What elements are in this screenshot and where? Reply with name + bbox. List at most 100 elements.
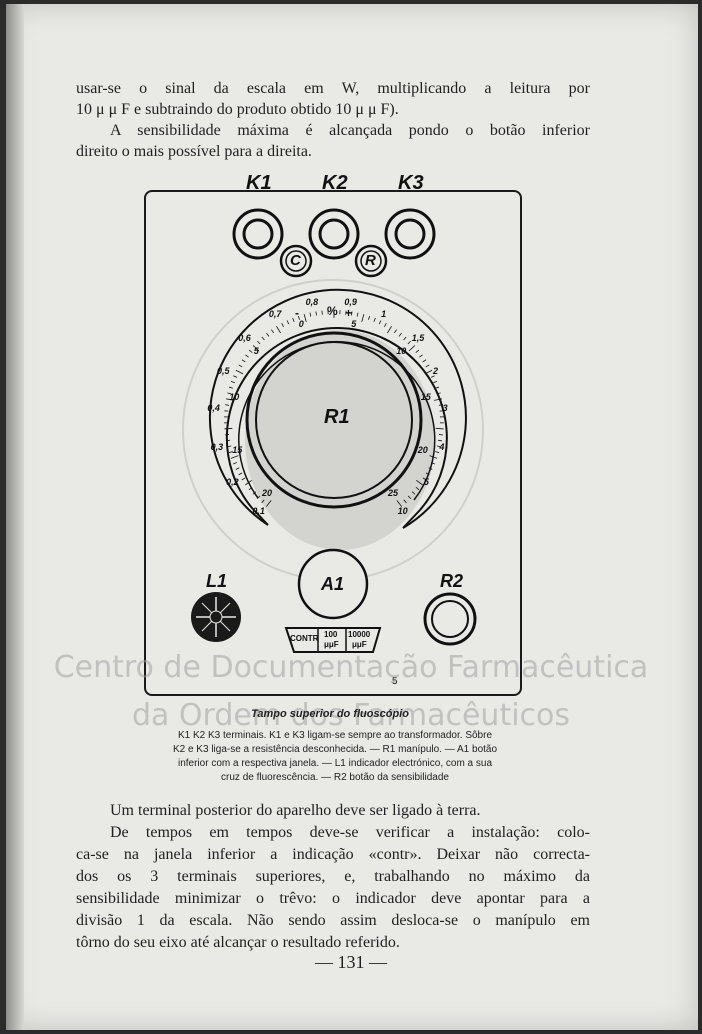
outer-scale-label-12: 3 (442, 403, 448, 414)
sensitivity-knob-r2 (423, 592, 477, 646)
scale-tick (429, 455, 438, 459)
scale-tick (238, 472, 243, 476)
scale-tick (435, 427, 444, 430)
label-l1: L1 (206, 571, 228, 591)
scale-tick (227, 392, 232, 395)
scale-tick (384, 323, 387, 327)
outer-scale-label-8: 0,9 (344, 296, 357, 307)
bottom-paragraph-line-7: tôrno do seu eixo até alcançar o resulta… (76, 934, 400, 951)
label-r: R (365, 252, 376, 269)
scale-tick (233, 375, 238, 378)
outer-scale-label-13: 4 (439, 441, 445, 452)
scale-tick (415, 349, 420, 353)
bottom-paragraph-line-1: Um terminal posterior do aparelho deve s… (110, 802, 481, 819)
scale-tick (309, 312, 312, 317)
indicator-l1-fluorescence-cross-icon (191, 592, 241, 642)
outer-scale-label-9: 1 (381, 309, 387, 320)
scale-tick (261, 336, 265, 341)
watermark-line-1: Centro de Documentação Farmacêutica (53, 650, 649, 685)
knob-r1-outer (245, 331, 423, 509)
scale-tick (430, 462, 435, 465)
inner-scale-label-4: 0 (298, 318, 304, 329)
inner-scale-label-3: 5 (253, 345, 259, 356)
label-a1: A1 (321, 574, 345, 594)
scale-tick (396, 500, 403, 507)
scale-tick (435, 451, 440, 454)
scale-end-right (402, 509, 421, 529)
emblem-tree-icon (245, 330, 435, 550)
figure-caption-line-3: inferior com a respectiva janela. — L1 i… (177, 758, 493, 769)
outer-scale-label-11: 2 (433, 365, 439, 376)
outer-scale-label-3: 0,4 (207, 403, 220, 414)
scale-tick (434, 398, 443, 401)
scale-tick (368, 315, 371, 320)
outer-scale-label-2: 0,3 (210, 441, 224, 452)
knob-r1-inner (255, 341, 413, 499)
scale-tick (422, 477, 427, 481)
scale-tick (241, 477, 246, 481)
outer-scale-label-15: 10 (397, 505, 408, 516)
scale-tick (356, 312, 359, 317)
bottom-paragraph-line-4: dos os 3 terminais superiores, e, trabal… (76, 868, 590, 885)
scale-tick (225, 439, 231, 442)
scale-tick (271, 329, 274, 334)
scale-tick (430, 375, 435, 378)
scale-tick (425, 472, 430, 476)
bottom-paragraph-line-5: sensibilidade minimizar o trêvo: o indic… (76, 890, 590, 907)
scale-tick (235, 369, 244, 375)
figure-caption-line-1: K1 K2 K3 terminais. K1 e K3 ligam-se sem… (177, 730, 493, 741)
scale-tick (227, 445, 232, 448)
inner-scale-label-0: 20 (262, 488, 273, 499)
scale-tick (373, 317, 376, 322)
terminal-k3 (384, 208, 436, 260)
label-c: C (290, 252, 301, 269)
window-unit-100: μμF (324, 640, 339, 649)
bottom-mark: 5 (392, 676, 398, 687)
scale-tick (407, 495, 412, 499)
scale-tick (266, 332, 270, 337)
scale-tick (428, 467, 433, 470)
outer-scale-label-0: 0,1 (252, 505, 265, 516)
knob-c (279, 244, 313, 278)
inner-scale-label-8: 20 (417, 444, 428, 455)
bottom-paragraph-line-3: ca-se na janela inferior a indicação «co… (76, 846, 590, 863)
label-k3: K3 (398, 172, 424, 194)
scale-tick (292, 317, 295, 322)
knob-r (354, 244, 388, 278)
button-a1 (297, 548, 369, 620)
scale-tick (228, 386, 233, 389)
scale-tick (261, 499, 265, 504)
scale-tick (276, 326, 281, 334)
scale-tick (416, 479, 423, 486)
scale-tick (252, 491, 257, 495)
scale-tick (422, 359, 427, 363)
scale-sign-minus: - (295, 306, 299, 320)
scale-ticks (224, 310, 444, 507)
outer-scale-label-5: 0,6 (238, 333, 251, 344)
window-100: 100 (324, 630, 338, 639)
scale-tick (257, 340, 261, 345)
outer-scale-label-10: 1,5 (411, 333, 425, 344)
scale-tick (303, 314, 307, 322)
scale-tick (411, 491, 416, 495)
scale-tick (248, 486, 253, 491)
window-unit-10000: μμF (352, 640, 367, 649)
scale-track-outer (225, 326, 448, 511)
scale-end-left (251, 507, 269, 526)
inner-scale-label-9: 25 (387, 488, 398, 499)
range-window (284, 627, 382, 653)
scale-sign-percent: % (327, 304, 338, 318)
scale-tick (361, 314, 365, 322)
outer-scale-label-4: 0,5 (216, 365, 230, 376)
inner-scale-label-6: 10 (396, 345, 407, 356)
figure-caption-title: Tampo superior do fluoscópio (251, 708, 409, 720)
inner-scale-label-2: 10 (229, 392, 240, 403)
label-r2: R2 (440, 571, 464, 591)
scale-tick (225, 404, 230, 406)
scale-tick (315, 311, 317, 316)
scale-tick (378, 320, 382, 325)
scale-tick (387, 326, 392, 334)
label-k1: K1 (246, 172, 272, 194)
top-paragraph-line-2: 10 μ μ F e subtraindo do produto obtido … (76, 101, 399, 118)
scale-tick (245, 479, 252, 486)
